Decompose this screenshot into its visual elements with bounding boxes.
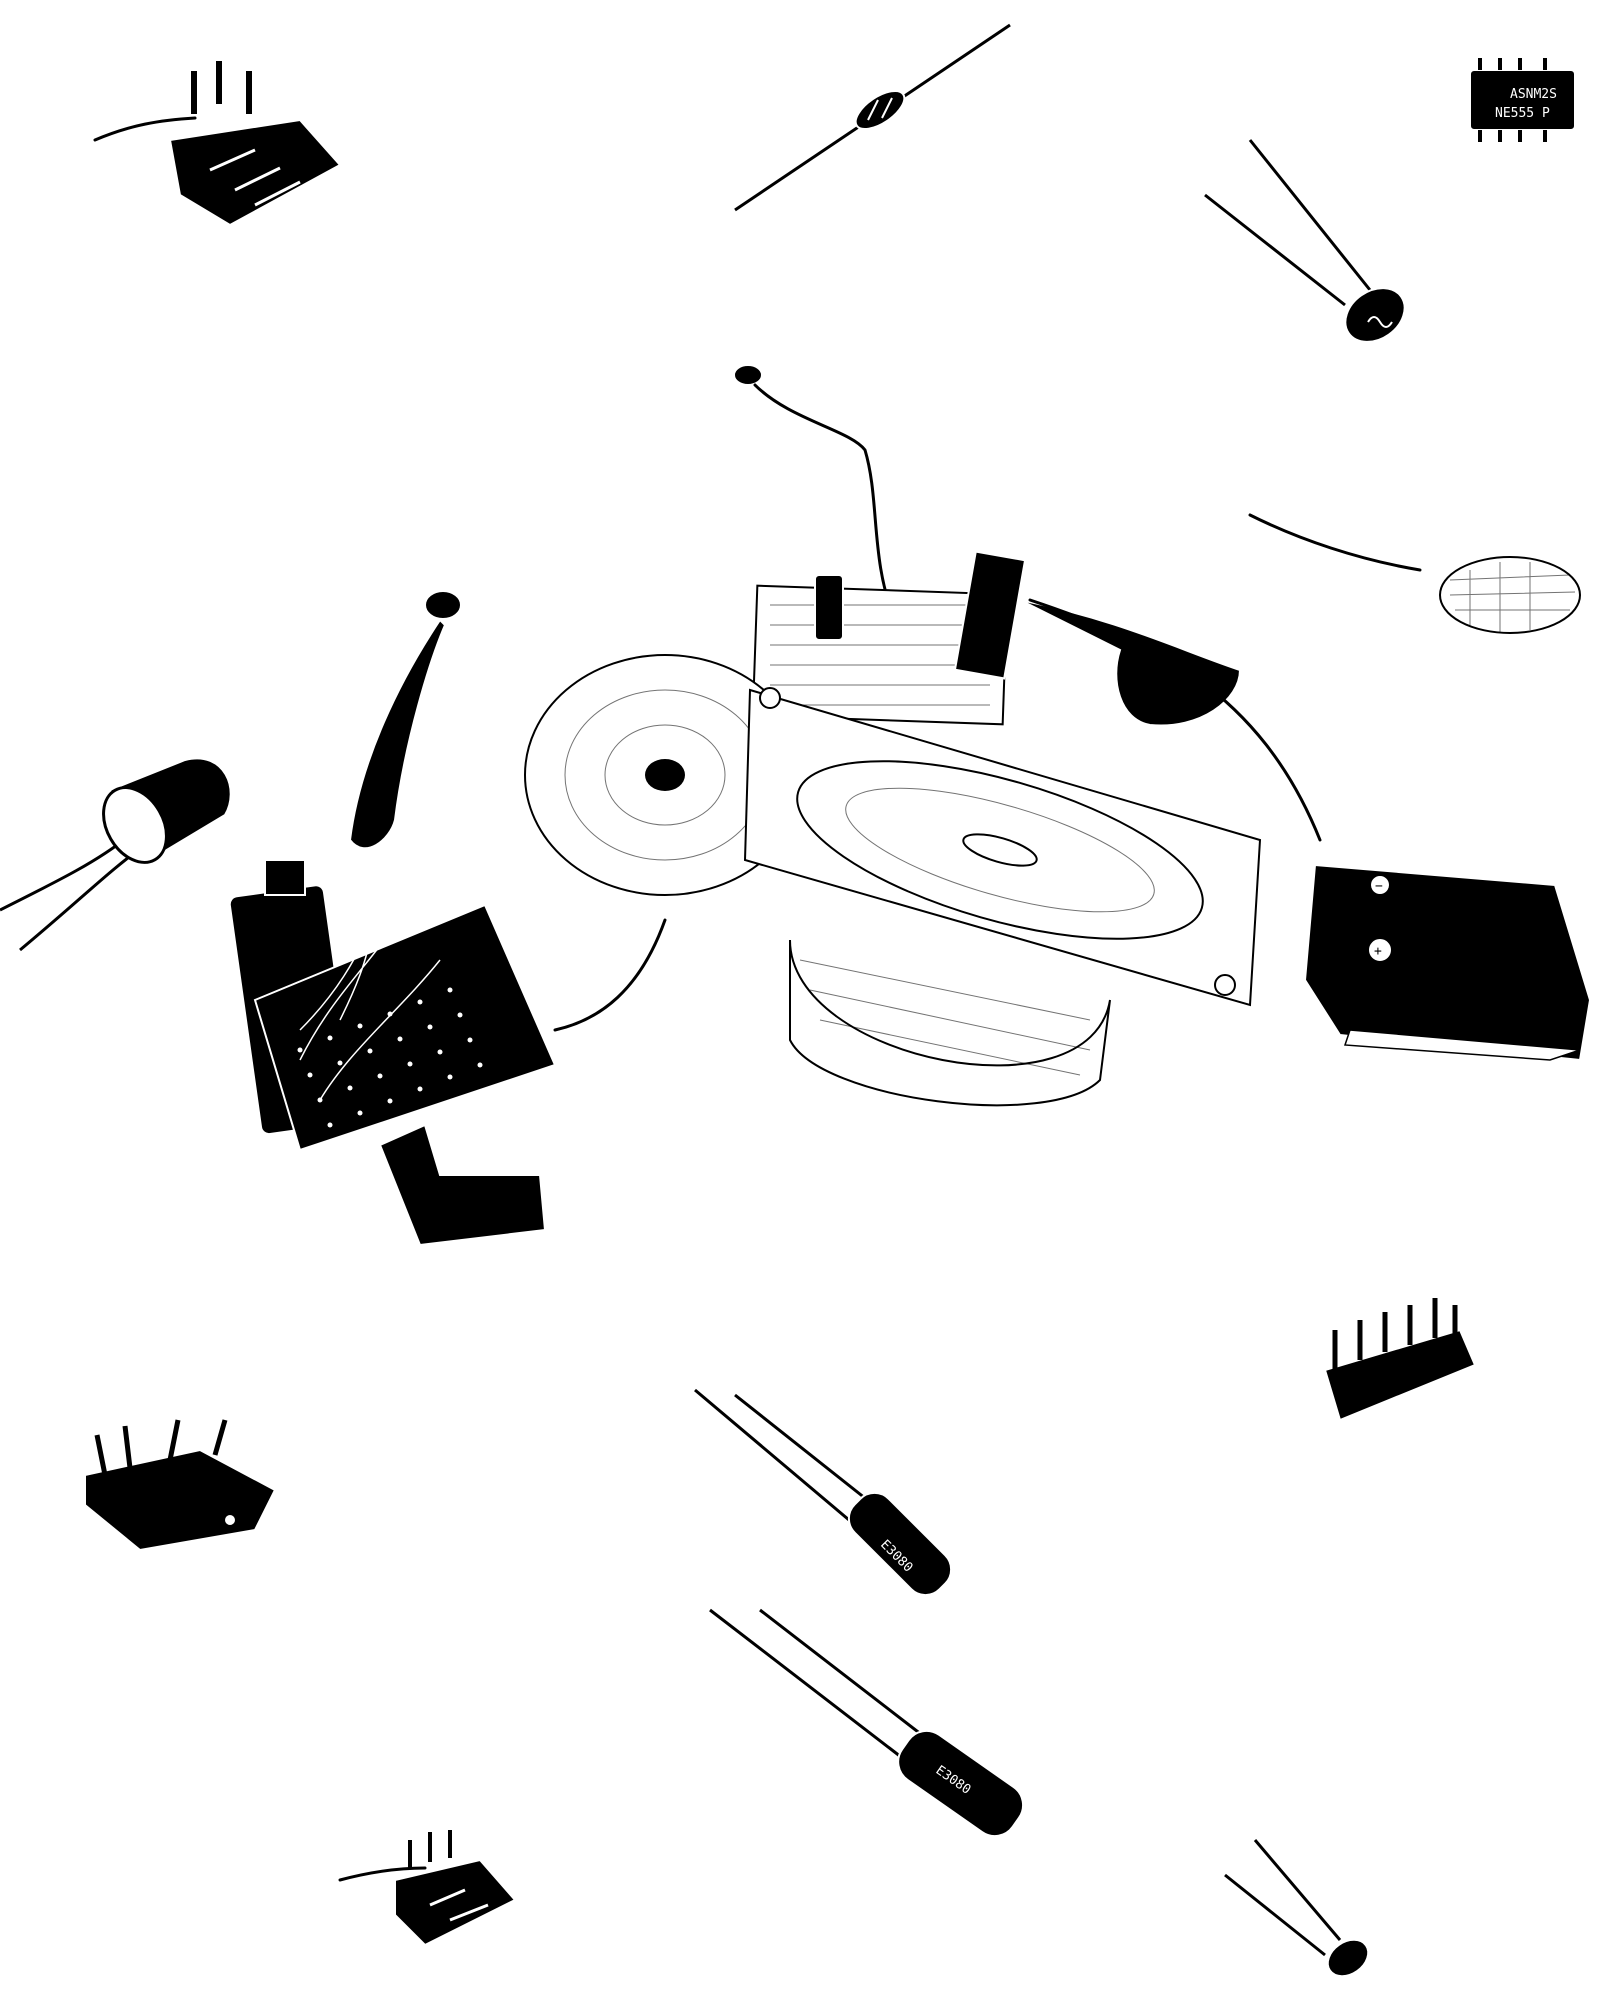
battery-positive-label: + [1374, 944, 1382, 959]
left-circuit-board [228, 590, 667, 1247]
capacitor-lower: E3080 PZSC [709, 1608, 1025, 1838]
ic-chip-top-left [93, 59, 342, 227]
chip-label-line1: ASNM2S [1510, 87, 1557, 102]
photoresistor-top-right [1204, 139, 1406, 343]
battery-9v: − + [1303, 863, 1592, 1062]
chip-label-line2: NE555 P [1495, 106, 1550, 121]
photoresistor-bottom-right [1224, 1839, 1370, 1978]
ic-chip-lower-left [84, 1419, 277, 1552]
battery-negative-label: − [1375, 879, 1383, 894]
ic-chip-top-right: ASNM2S NE555 P [1469, 58, 1576, 142]
capacitor-upper: E3080 PZSC [694, 1388, 953, 1597]
led-left [0, 757, 232, 952]
led-sketch-right [1248, 513, 1581, 634]
resistor-top [734, 23, 1011, 212]
ic-chip-mid-right [1323, 1298, 1477, 1422]
capacitor-upper-label-b: PZSC [857, 1562, 890, 1595]
ic-chip-bottom [338, 1830, 517, 1947]
speaker-assembly [524, 550, 1322, 1107]
wire-plug-top [733, 364, 897, 622]
